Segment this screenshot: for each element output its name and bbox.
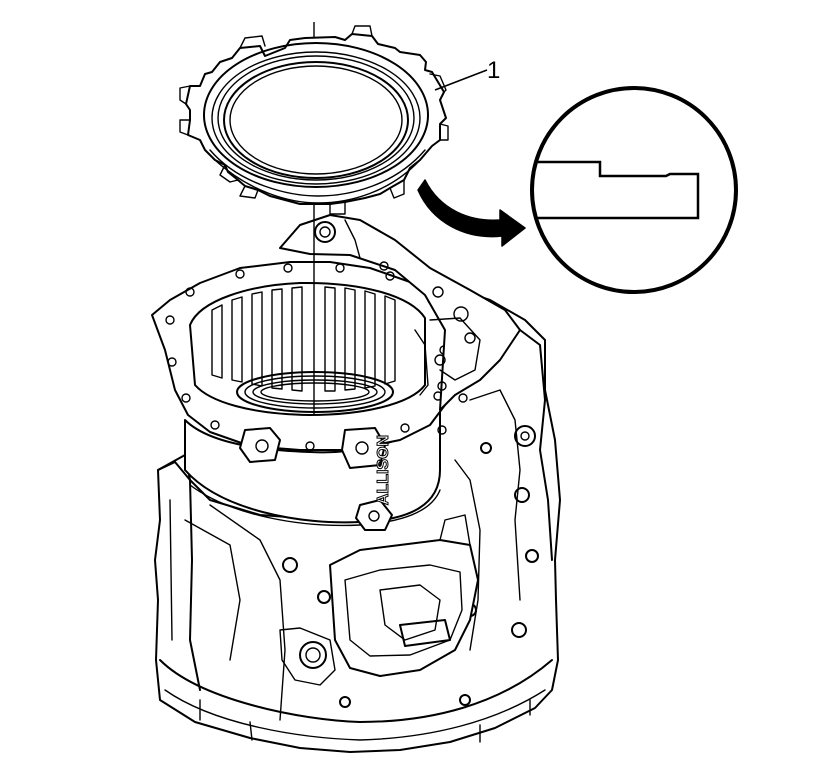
ring-outer-band: [203, 42, 429, 188]
detail-arrow: [417, 179, 526, 247]
ring-inner-bore: [223, 61, 409, 179]
detail-arrow-shaft: [417, 179, 526, 247]
housing-top-bore: [189, 281, 426, 416]
detail-magnifier: [530, 86, 738, 294]
callout-1-leader: [434, 69, 488, 91]
flange-bolt-holes: [165, 263, 449, 451]
top-boss: [314, 221, 336, 243]
housing-bottom-rim: [159, 659, 553, 723]
ring-cross-section-profile: [536, 160, 700, 220]
callout-1-label: 1: [487, 57, 500, 84]
bell-lug-left: [239, 427, 281, 463]
housing-left-flange: [157, 461, 201, 691]
clutch-ring-component: [179, 25, 449, 215]
transmission-housing: ALLISON: [151, 214, 561, 753]
inner-bore-ring-1: [236, 371, 394, 413]
detail-circle: [530, 86, 738, 294]
callout-1: 1: [434, 57, 500, 91]
boss-right-mid: [514, 487, 530, 503]
boss-right-upper: [514, 425, 536, 447]
housing-lettering: ALLISON: [375, 434, 393, 505]
boss-right-low: [525, 549, 539, 563]
housing-bottom-rim-inner: [164, 689, 546, 741]
bell-lug-lower: [355, 499, 393, 531]
bell-lug-right: [341, 427, 386, 469]
clutch-spline-slots: [211, 286, 396, 392]
housing-lettering-text: ALLISON: [375, 435, 392, 505]
boss-lower-left: [299, 641, 327, 669]
housing-upper-right-case: [279, 214, 521, 411]
